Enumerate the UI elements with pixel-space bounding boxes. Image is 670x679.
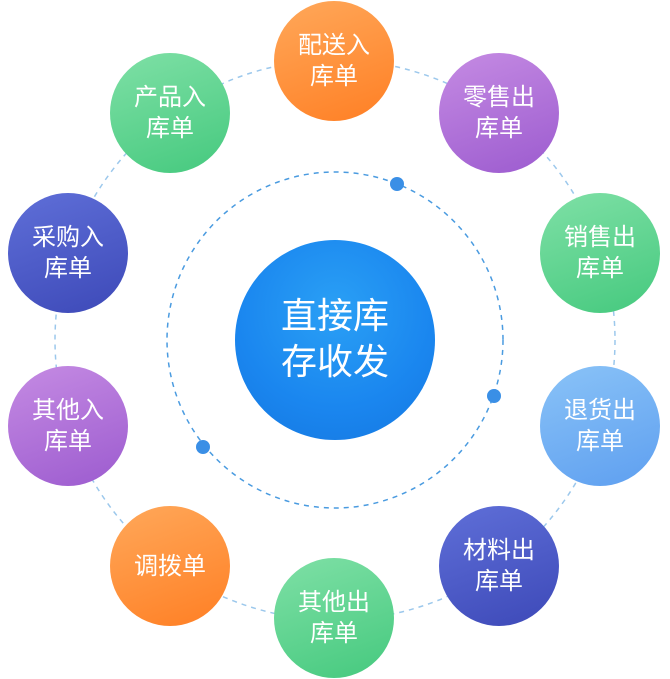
node-qita-ruku: 其他入库单	[8, 366, 128, 486]
node-lingshou-chuku: 零售出库单	[439, 53, 559, 173]
node-tuihuo-chuku: 退货出库单	[540, 366, 660, 486]
node-caigou-ruku: 采购入库单	[8, 193, 128, 313]
node-diaobo: 调拨单	[110, 506, 230, 626]
ring-dot	[390, 177, 404, 191]
node-xiaoshou-chuku: 销售出库单	[540, 193, 660, 313]
ring-dot	[196, 440, 210, 454]
node-qita-chuku: 其他出库单	[274, 558, 394, 678]
node-peisong-ruku: 配送入库单	[274, 1, 394, 121]
inner-dashed-ring	[166, 171, 504, 509]
center-hub: 直接库存收发	[235, 240, 435, 440]
node-chanpin-ruku: 产品入库单	[110, 53, 230, 173]
ring-dot	[487, 389, 501, 403]
node-cailiao-chuku: 材料出库单	[439, 506, 559, 626]
outer-dashed-ring	[54, 59, 616, 621]
